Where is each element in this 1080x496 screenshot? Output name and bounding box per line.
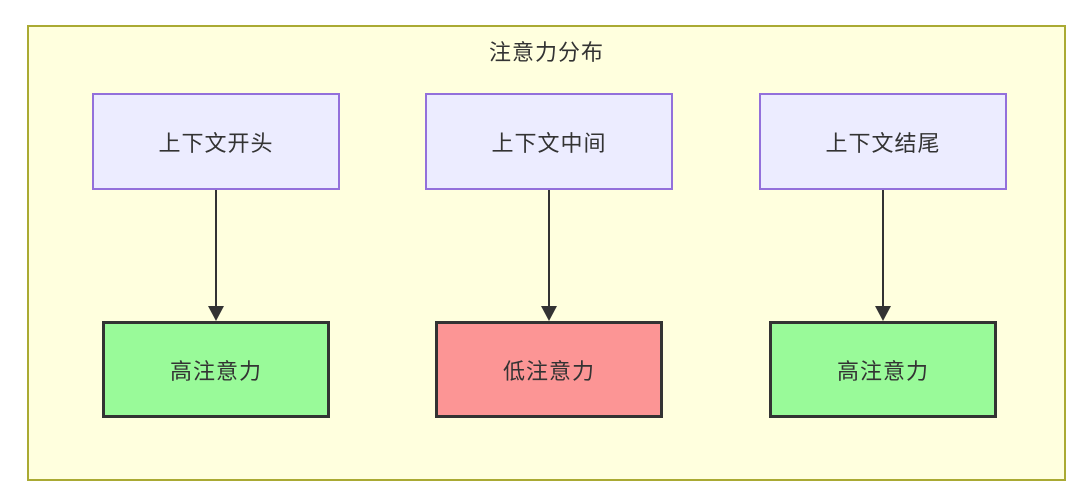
edge-line [882,190,884,308]
node-context-end-label: 上下文结尾 [825,130,941,156]
edge-end-to-high [875,190,891,321]
attention-distribution-container: 注意力分布 上下文开头 上下文中间 上下文结尾 高注意力 低注意力 [27,25,1066,481]
edge-line [215,190,217,308]
node-low-attention: 低注意力 [435,321,663,418]
arrowhead-down-icon [208,306,224,321]
node-high-attention-2-label: 高注意力 [836,358,929,384]
diagram-title: 注意力分布 [488,40,604,65]
arrowhead-down-icon [875,306,891,321]
node-high-attention-2: 高注意力 [769,321,997,418]
node-context-start: 上下文开头 [92,93,340,190]
node-high-attention-1-label: 高注意力 [169,358,262,384]
node-low-attention-label: 低注意力 [502,358,595,384]
edge-middle-to-low [541,190,557,321]
node-context-start-label: 上下文开头 [158,130,274,156]
edge-line [548,190,550,308]
node-context-middle: 上下文中间 [425,93,673,190]
edge-start-to-high [208,190,224,321]
node-high-attention-1: 高注意力 [102,321,330,418]
arrowhead-down-icon [541,306,557,321]
node-context-end: 上下文结尾 [759,93,1007,190]
node-context-middle-label: 上下文中间 [491,130,607,156]
